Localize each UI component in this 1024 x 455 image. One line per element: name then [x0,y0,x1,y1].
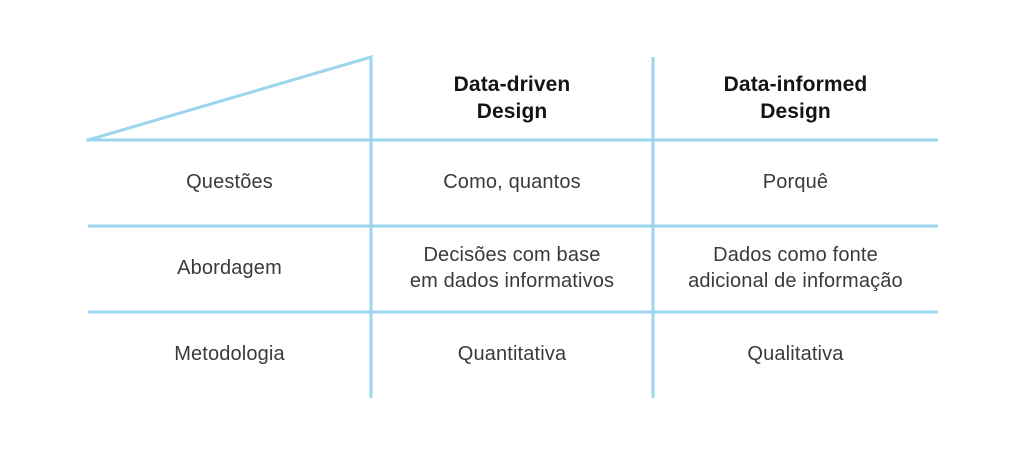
column-header-line: Design [760,99,831,123]
cell-questoes-data-driven: Como, quantos [371,140,653,226]
cell-text-line: adicional de informação [688,270,903,292]
row-label-abordagem: Abordagem [88,226,371,312]
cell-questoes-data-informed: Porquê [653,140,938,226]
column-header-data-driven: Data-driven Design [371,57,653,140]
column-header-line: Design [476,99,548,123]
column-header-data-informed: Data-informed Design [653,57,938,140]
column-header-line: Data-driven [453,72,571,96]
cell-abordagem-data-informed: Dados como fonte adicional de informação [653,226,938,312]
column-header-line: Data-informed [723,72,868,96]
cell-text-line: Decisões com base [423,244,601,267]
row-label-questoes: Questões [88,140,371,226]
cell-text-line: Quantitativa [457,343,567,366]
row-label-text: Abordagem [177,257,282,280]
cell-metodologia-data-informed: Qualitativa [653,312,938,398]
triangle-decoration [86,54,373,142]
cell-text-line: Porquê [762,171,829,194]
cell-metodologia-data-driven: Quantitativa [371,312,653,398]
cell-abordagem-data-driven: Decisões com base em dados informativos [371,226,653,312]
row-label-text: Questões [186,171,273,194]
cell-text-line: em dados informativos [409,270,615,292]
cell-text-line: Qualitativa [747,343,844,366]
cell-text-line: Como, quantos [443,171,581,194]
cell-text-line: Dados como fonte [713,244,878,267]
row-label-text: Metodologia [174,343,285,366]
row-label-metodologia: Metodologia [88,312,371,398]
